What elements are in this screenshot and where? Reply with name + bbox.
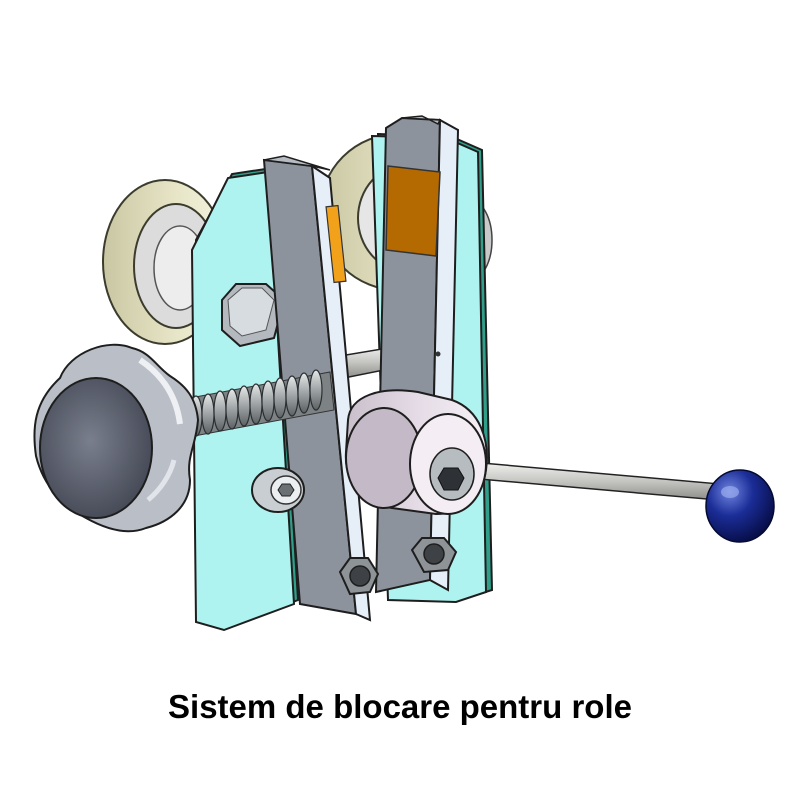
hex-socket-icon [437,467,465,491]
socket-screw [251,467,305,513]
ball-knob [705,469,775,543]
diagram-caption: Sistem de blocare pentru role [168,688,632,725]
friction-pad-left [325,204,347,284]
lever-handle [467,461,721,501]
hex-nut-left [338,557,380,596]
friction-pad-right [385,165,441,257]
hex-nut-right [410,537,458,574]
hex-bolt [221,283,286,348]
eccentric-cam [344,389,488,516]
star-knob [33,343,200,533]
clamp-arm-right [374,115,460,594]
